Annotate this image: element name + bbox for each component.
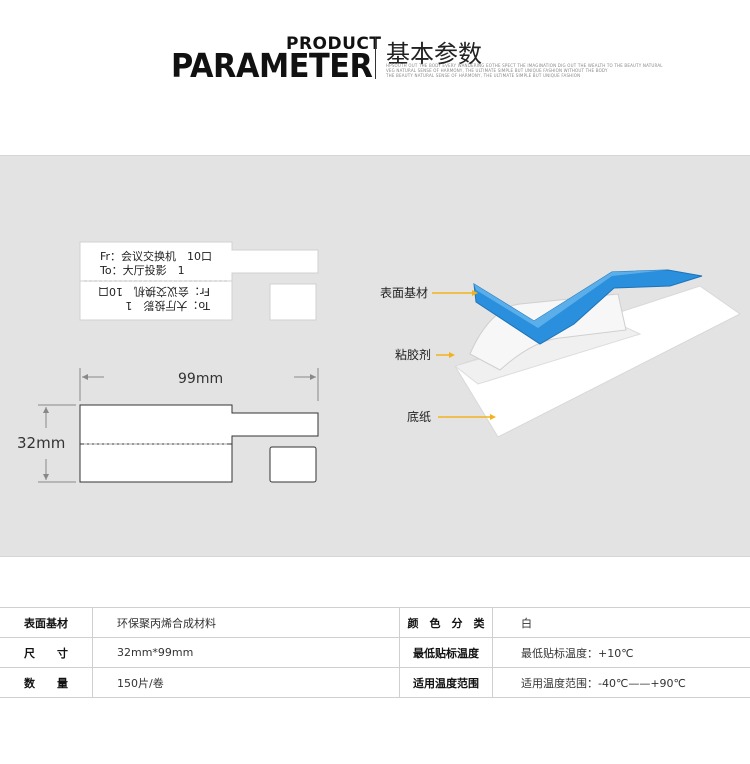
spec-key: 数 量 [0,667,93,698]
spec-value: 环保聚丙烯合成材料 [92,607,400,638]
header: PRODUCT PARAMETER 基本参数 HPSOUTH OUT THE B… [0,0,750,150]
layer-illustration [432,269,741,438]
spec-key: 适用温度范围 [399,667,493,698]
cable-tag-sample: Fr：会议交换机 10口 To：大厅投影 1 To：大厅投影 1 Fr：会议交换… [79,241,319,321]
tag-text-to-mirrored: To：大厅投影 1 [125,299,211,313]
table-row: 数 量 150片/卷 适用温度范围 适用温度范围：-40℃——+90℃ [0,667,750,698]
fine-print-line: HPSOUTH OUT THE BODY EVERY WANDERING EOT… [386,63,663,68]
tag-text-from: Fr：会议交换机 10口 [100,249,212,263]
spec-key: 尺 寸 [0,637,93,668]
product-diagram-panel: Fr：会议交换机 10口 To：大厅投影 1 To：大厅投影 1 Fr：会议交换… [0,155,750,557]
product-word: PRODUCT [286,34,382,54]
table-row: 表面基材 环保聚丙烯合成材料 颜 色 分 类 白 [0,607,750,638]
parameter-word: PARAMETER [171,46,373,85]
tag-text-from-mirrored: Fr：会议交换机 10口 [98,285,210,299]
fine-print-line: THE BEAUTY NATURAL SENSE OF HARMONY, THE… [386,73,581,78]
spec-key: 表面基材 [0,607,93,638]
spec-value: 适用温度范围：-40℃——+90℃ [492,667,750,698]
header-divider [375,37,376,79]
spec-value: 150片/卷 [92,667,400,698]
label-diagram-svg: Fr：会议交换机 10口 To：大厅投影 1 To：大厅投影 1 Fr：会议交换… [38,241,741,483]
dimension-drawing [38,368,319,483]
adhesive-layer-label: 粘胶剂 [395,348,432,362]
spec-key: 颜 色 分 类 [399,607,493,638]
backing-paper-label: 底纸 [407,410,432,424]
spec-value: 最低贴标温度：+10℃ [492,637,750,668]
spec-key: 最低贴标温度 [399,637,493,668]
width-dimension-label: 99mm [178,371,224,387]
surface-layer-label: 表面基材 [380,286,429,300]
height-dimension-label: 32mm [17,434,66,452]
spec-value: 32mm*99mm [92,637,400,668]
spec-table: 表面基材 环保聚丙烯合成材料 颜 色 分 类 白 尺 寸 32mm*99mm 最… [0,607,750,698]
table-row: 尺 寸 32mm*99mm 最低贴标温度 最低贴标温度：+10℃ [0,637,750,668]
tag-text-to: To：大厅投影 1 [99,263,185,277]
fine-print-line: VEG NATURAL SENSE OF HARMONY, THE ULTIMA… [386,68,608,73]
spec-value: 白 [492,607,750,638]
page-title: 基本参数 [386,40,482,68]
